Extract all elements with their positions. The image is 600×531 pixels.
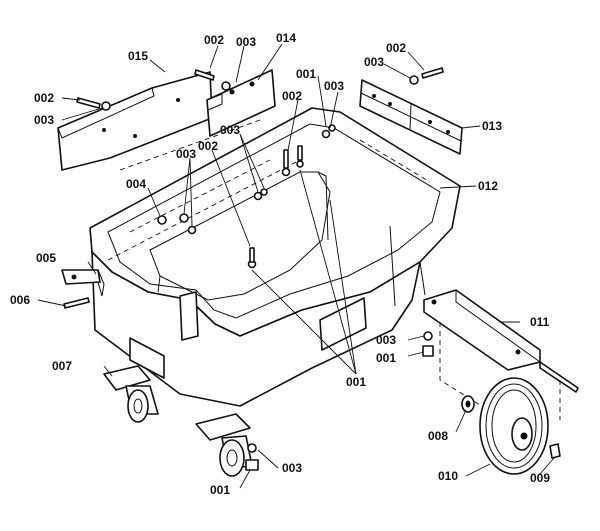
callout-002-inner: 002 (282, 89, 302, 103)
callout-001-top: 001 (296, 67, 316, 81)
callout-002-left: 002 (34, 91, 54, 105)
callout-011: 011 (530, 315, 550, 329)
callout-001-axle: 001 (376, 351, 396, 365)
callout-014: 014 (276, 31, 296, 45)
bracket-014 (206, 69, 276, 137)
callout-006: 006 (10, 293, 30, 307)
callout-002-hinge: 002 (386, 41, 406, 55)
callout-003-left: 003 (34, 113, 54, 127)
callout-004: 004 (126, 177, 146, 191)
callout-003-caster: 003 (282, 461, 302, 475)
callout-003-r: 003 (176, 147, 196, 161)
tray-015 (57, 71, 213, 171)
callout-002-top: 002 (204, 33, 224, 47)
hinge-013 (359, 79, 463, 155)
callout-003-mid: 003 (220, 123, 240, 137)
callout-003-inner: 003 (324, 79, 344, 93)
leader-lines (37, 43, 555, 489)
callout-001-caster: 001 (210, 483, 230, 497)
callout-labels: 015 002 003 014 002 003 001 003 002 003 … (10, 31, 550, 497)
callout-005: 005 (36, 251, 56, 265)
callout-002-mid: 002 (198, 139, 218, 153)
callout-003-hinge: 003 (364, 55, 384, 69)
nut-009 (549, 443, 561, 459)
caster-007 (103, 365, 159, 423)
tub-012 (89, 107, 461, 407)
wheel-010 (479, 377, 549, 475)
callout-012: 012 (478, 179, 498, 193)
screw-hardware (76, 67, 444, 111)
washer-008 (461, 395, 475, 413)
callout-003-axle: 003 (376, 333, 396, 347)
caster-front (195, 413, 259, 477)
callout-007: 007 (52, 359, 72, 373)
callout-003-top: 003 (236, 35, 256, 49)
callout-009: 009 (530, 471, 550, 485)
callout-008: 008 (428, 429, 448, 443)
callout-001-center: 001 (346, 375, 366, 389)
bracket-005 (61, 269, 105, 297)
pin-006 (63, 297, 90, 309)
callout-013: 013 (482, 119, 502, 133)
callout-010: 010 (438, 469, 458, 483)
callout-015: 015 (128, 49, 148, 63)
